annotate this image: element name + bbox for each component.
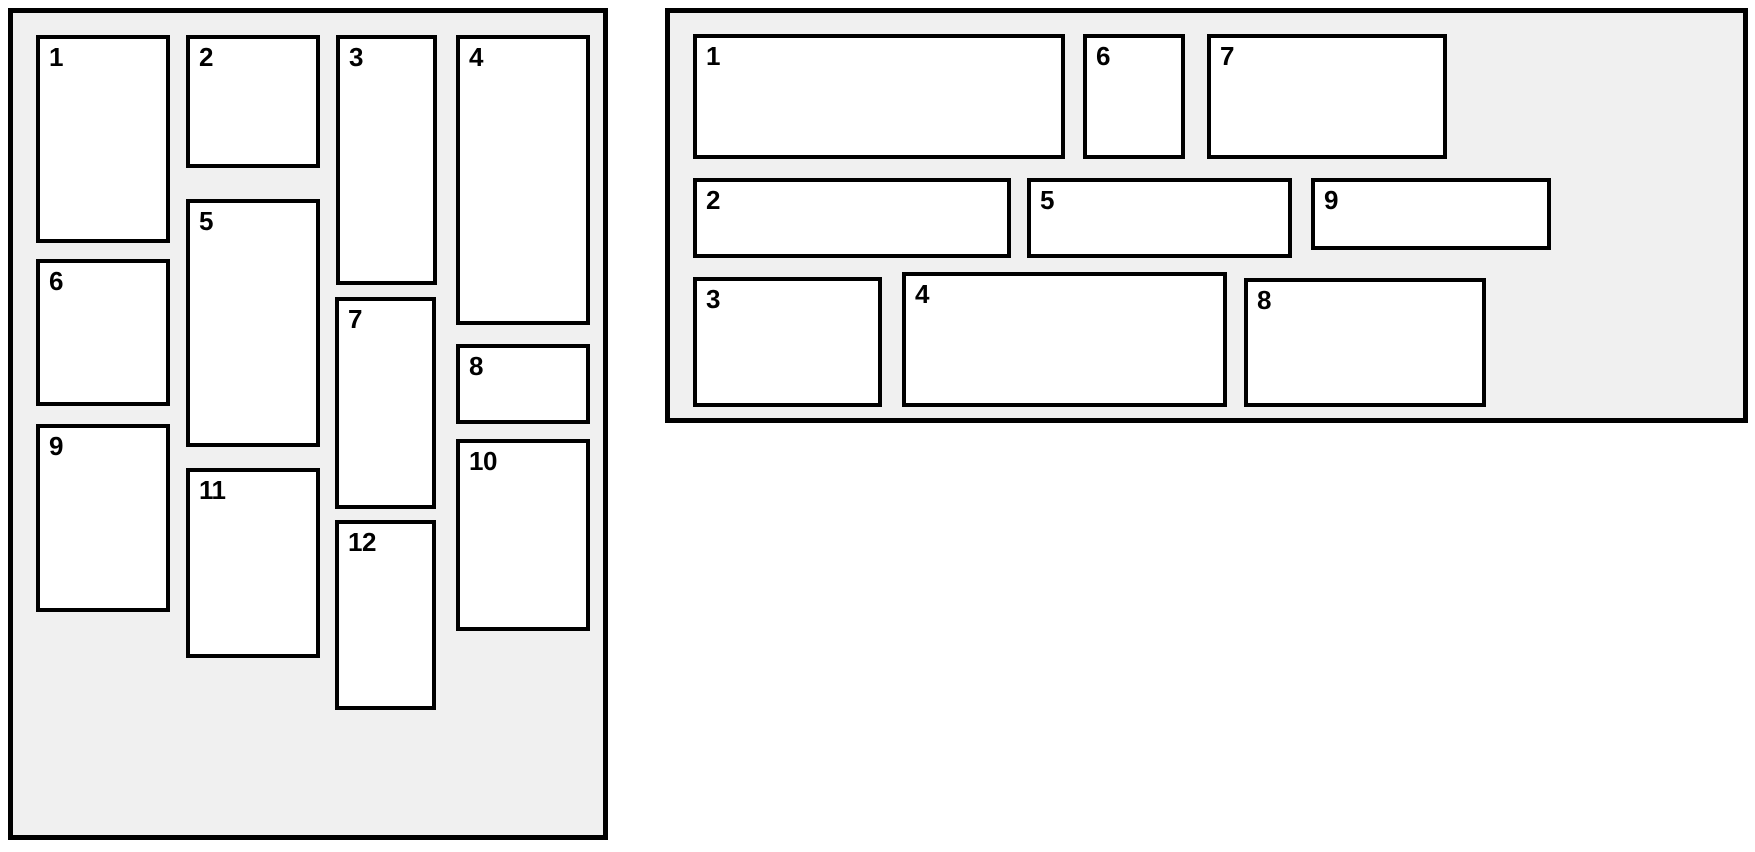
box-label: 8 <box>1257 285 1271 315</box>
box-3[interactable]: 3 <box>336 35 437 285</box>
box-label: 4 <box>915 279 929 309</box>
box-7[interactable]: 7 <box>335 297 436 509</box>
box-8[interactable]: 8 <box>456 344 590 424</box>
box-label: 6 <box>49 266 63 296</box>
box-label: 8 <box>469 351 483 381</box>
box-label: 5 <box>199 206 213 236</box>
box-label: 1 <box>706 41 720 71</box>
box-label: 9 <box>1324 185 1338 215</box>
box-2[interactable]: 2 <box>186 35 320 168</box>
box-label: 10 <box>469 446 497 476</box>
box-5[interactable]: 5 <box>1027 178 1292 258</box>
box-3[interactable]: 3 <box>693 277 882 407</box>
box-6[interactable]: 6 <box>1083 34 1185 159</box>
box-6[interactable]: 6 <box>36 259 170 406</box>
box-7[interactable]: 7 <box>1207 34 1447 159</box>
box-1[interactable]: 1 <box>36 35 170 243</box>
box-9[interactable]: 9 <box>1311 178 1551 250</box>
box-1[interactable]: 1 <box>693 34 1065 159</box>
box-label: 4 <box>469 42 483 72</box>
box-label: 1 <box>49 42 63 72</box>
box-10[interactable]: 10 <box>456 439 590 631</box>
box-12[interactable]: 12 <box>335 520 436 710</box>
box-label: 2 <box>199 42 213 72</box>
box-9[interactable]: 9 <box>36 424 170 612</box>
box-11[interactable]: 11 <box>186 468 320 658</box>
box-label: 3 <box>706 284 720 314</box>
box-2[interactable]: 2 <box>693 178 1011 258</box>
box-label: 7 <box>1220 41 1234 71</box>
box-label: 5 <box>1040 185 1054 215</box>
box-label: 12 <box>348 527 376 557</box>
box-4[interactable]: 4 <box>456 35 590 325</box>
box-label: 7 <box>348 304 362 334</box>
box-label: 6 <box>1096 41 1110 71</box>
box-label: 2 <box>706 185 720 215</box>
box-5[interactable]: 5 <box>186 199 320 447</box>
box-4[interactable]: 4 <box>902 272 1227 407</box>
box-label: 11 <box>199 475 226 505</box>
right-panel: 1 6 7 2 5 9 3 4 8 <box>665 8 1748 423</box>
box-label: 9 <box>49 431 63 461</box>
box-label: 3 <box>349 42 363 72</box>
box-8[interactable]: 8 <box>1244 278 1486 407</box>
